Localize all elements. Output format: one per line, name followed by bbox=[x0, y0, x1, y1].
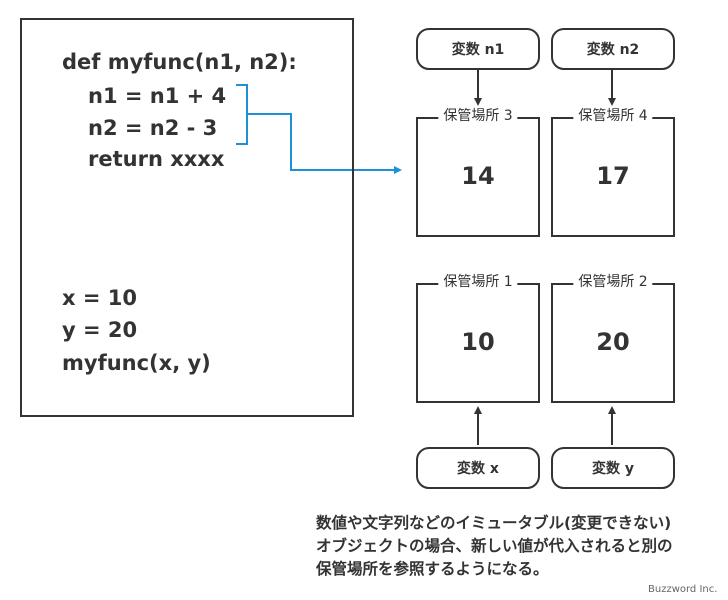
caption-line-3: 保管場所を参照するようになる。 bbox=[316, 560, 549, 578]
code-line-return: return xxxx bbox=[88, 147, 225, 171]
storage-location-3-label: 保管場所 3 bbox=[438, 108, 518, 124]
code-line-def: def myfunc(n1, n2): bbox=[62, 50, 297, 74]
caption-line-1: 数値や文字列などのイミュータブル(変更できない) bbox=[316, 514, 672, 532]
storage-location-3-value: 14 bbox=[461, 162, 495, 190]
bracket-connector-arrow bbox=[247, 113, 402, 174]
storage-location-1-label: 保管場所 1 bbox=[438, 274, 518, 290]
code-line-n1: n1 = n1 + 4 bbox=[88, 84, 227, 108]
storage-location-2-label: 保管場所 2 bbox=[573, 274, 653, 290]
variable-x: 変数 x bbox=[416, 447, 540, 489]
storage-location-2 bbox=[551, 283, 675, 403]
storage-location-2-value: 20 bbox=[596, 328, 630, 356]
storage-location-4-value: 17 bbox=[596, 162, 630, 190]
code-line-n2: n2 = n2 - 3 bbox=[88, 116, 218, 140]
variable-n1: 変数 n1 bbox=[416, 28, 540, 70]
variable-y: 変数 y bbox=[551, 447, 675, 489]
credit-text: Buzzword Inc. bbox=[648, 584, 718, 595]
storage-location-1 bbox=[416, 283, 540, 403]
storage-location-1-value: 10 bbox=[461, 328, 495, 356]
code-line-x: x = 10 bbox=[62, 286, 137, 310]
code-line-y: y = 20 bbox=[62, 318, 138, 342]
caption-line-2: オブジェクトの場合、新しい値が代入されると別の bbox=[316, 537, 673, 555]
storage-location-4 bbox=[551, 117, 675, 237]
variable-n2: 変数 n2 bbox=[551, 28, 675, 70]
code-panel bbox=[20, 18, 354, 417]
code-line-call: myfunc(x, y) bbox=[62, 351, 211, 375]
storage-location-4-label: 保管場所 4 bbox=[573, 108, 653, 124]
storage-location-3 bbox=[416, 117, 540, 237]
